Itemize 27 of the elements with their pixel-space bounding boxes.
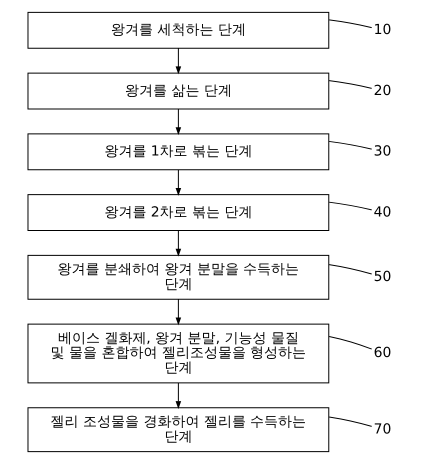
- node-text: 50: [374, 269, 392, 286]
- node-text: 60: [374, 345, 392, 362]
- node-text: 30: [374, 144, 392, 160]
- node-box: 왕겨를 1차로 볶는 단계: [27, 133, 330, 170]
- node-box: 베이스 겔화제, 왕겨 분말, 기능성 물질 및 물을 혼합하여 젤리조성물을 형성하는 단계: [27, 324, 330, 384]
- node-box: 왕겨를 삶는 단계: [27, 72, 330, 110]
- node-box: 왕겨를 2차로 볶는 단계: [27, 194, 330, 231]
- arrow: [176, 108, 182, 136]
- connector: [328, 80, 372, 89]
- arrow: [176, 298, 182, 326]
- connector: [328, 264, 372, 274]
- connector: [328, 336, 372, 350]
- node-text: 70: [374, 421, 392, 438]
- connector: [328, 19, 372, 28]
- node-box: 왕겨를 분쇄하여 왕겨 분말을 수득하는 단계: [27, 254, 330, 300]
- connector: [328, 202, 372, 210]
- arrow: [176, 48, 182, 74]
- node-text: 10: [374, 22, 392, 38]
- connector: [328, 416, 372, 427]
- arrow: [176, 382, 182, 410]
- node-box: 젤리 조성물을 경화하여 젤리를 수득하는 단계: [27, 407, 330, 452]
- arrow: [176, 169, 182, 196]
- node-text: 40: [374, 204, 392, 220]
- arrow: [176, 230, 182, 257]
- connector: [328, 140, 372, 150]
- node-text: 20: [374, 82, 392, 99]
- node-box: 왕겨를 세척하는 단계: [27, 12, 330, 49]
